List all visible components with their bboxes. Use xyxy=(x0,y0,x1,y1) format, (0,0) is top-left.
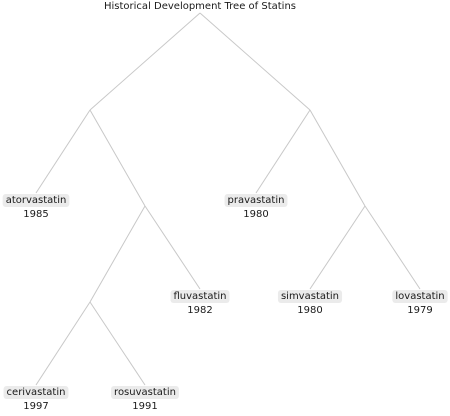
edge-i1-i3 xyxy=(89,109,146,207)
tree-edges xyxy=(35,12,421,386)
node-label-background xyxy=(2,194,70,207)
node-label: atorvastatin xyxy=(6,195,67,206)
node-cerivastatin: cerivastatin 1997 xyxy=(3,386,69,412)
edge-i2-pravastatin xyxy=(255,109,311,194)
tree-nodes: atorvastatin 1985 pravastatin 1980 fluvastat… xyxy=(2,194,448,412)
node-rosuvastatin: rosuvastatin 1991 xyxy=(111,386,179,412)
edge-i5-cerivastatin xyxy=(35,301,91,386)
edge-i4-lovastatin xyxy=(364,205,421,290)
node-label: cerivastatin xyxy=(7,387,66,398)
edge-i1-atorvastatin xyxy=(35,109,91,194)
node-label: pravastatin xyxy=(228,195,285,206)
edge-root-i1 xyxy=(89,12,201,111)
edge-i2-i4 xyxy=(309,109,366,207)
node-simvastatin: simvastatin 1980 xyxy=(277,290,343,316)
node-year: 1982 xyxy=(187,305,212,316)
diagram-title: Historical Development Tree of Statins xyxy=(104,1,296,12)
node-label-background xyxy=(111,386,179,399)
node-year: 1979 xyxy=(407,305,432,316)
node-label: fluvastatin xyxy=(174,291,227,302)
node-atorvastatin: atorvastatin 1985 xyxy=(2,194,70,220)
node-label-background xyxy=(392,290,448,303)
node-year: 1980 xyxy=(243,209,268,220)
node-year: 1991 xyxy=(132,401,157,412)
node-fluvastatin: fluvastatin 1982 xyxy=(170,290,230,316)
node-year: 1980 xyxy=(297,305,322,316)
node-label: rosuvastatin xyxy=(114,387,176,398)
node-label-background xyxy=(3,386,69,399)
node-label: lovastatin xyxy=(395,291,444,302)
node-year: 1997 xyxy=(23,401,48,412)
edge-root-i2 xyxy=(199,12,311,111)
node-label-background xyxy=(277,290,343,303)
edge-i5-rosuvastatin xyxy=(89,301,146,386)
node-pravastatin: pravastatin 1980 xyxy=(224,194,288,220)
node-label-background xyxy=(170,290,230,303)
node-label: simvastatin xyxy=(281,291,339,302)
edge-i3-i5 xyxy=(89,205,146,303)
node-year: 1985 xyxy=(23,209,48,220)
node-lovastatin: lovastatin 1979 xyxy=(392,290,448,316)
edge-i3-fluvastatin xyxy=(144,205,201,290)
edge-i4-simvastatin xyxy=(309,205,366,290)
node-label-background xyxy=(224,194,288,207)
